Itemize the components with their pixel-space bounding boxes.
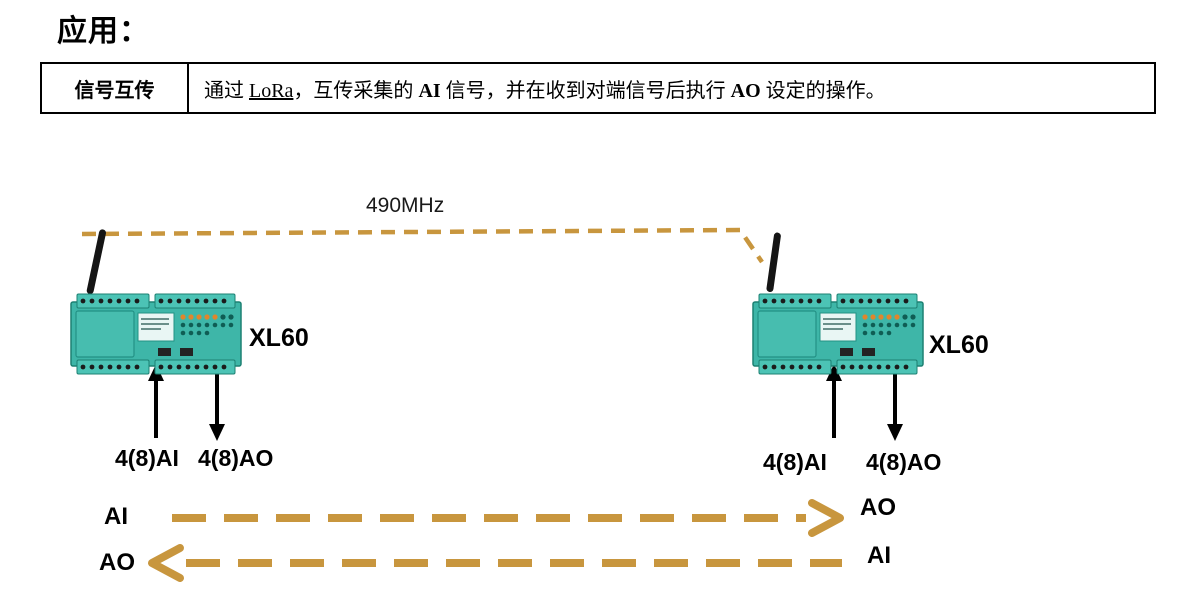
device-left (70, 228, 252, 378)
plc-device-graphic (70, 293, 242, 375)
description-text: 通过 LoRa，互传采集的 AI 信号，并在收到对端信号后执行 AO 设定的操作… (204, 74, 886, 103)
desc-part: 信号，并在收到对端信号后执行 (440, 79, 731, 102)
ao-bold-text: AO (730, 79, 761, 102)
flow-arrow-right (172, 499, 844, 537)
device-right (752, 232, 934, 378)
flow-source-label-ai: AI (104, 503, 128, 530)
flow-target-label-ao-left: AO (99, 549, 135, 576)
desc-part: 通过 (204, 79, 249, 102)
desc-part: ，互传采集的 (293, 79, 419, 102)
ai-bold-text: AI (418, 79, 441, 102)
table-row-label: 信号互传 (42, 64, 189, 112)
plc-device-graphic (752, 293, 924, 375)
flow-target-label-ao: AO (860, 494, 896, 521)
antenna-icon (86, 228, 107, 295)
flow-source-label-ai-right: AI (867, 542, 891, 569)
device-model-label-right: XL60 (929, 331, 989, 359)
ao-output-label-left: 4(8)AO (198, 445, 274, 471)
page-title: 应用： (57, 15, 150, 48)
ao-output-arrow-right (887, 368, 903, 441)
lora-underlined-text: LoRa (249, 79, 294, 102)
ao-output-arrow-left (209, 368, 225, 441)
ai-input-label-right: 4(8)AI (763, 449, 827, 475)
ao-output-label-right: 4(8)AO (866, 449, 942, 475)
device-model-label-left: XL60 (249, 324, 309, 352)
flow-arrow-left (148, 544, 842, 582)
antenna-icon (766, 232, 782, 293)
desc-part: 设定的操作。 (760, 79, 886, 102)
frequency-label: 490MHz (366, 194, 445, 217)
ai-input-label-left: 4(8)AI (115, 445, 179, 471)
table-row-description: 通过 LoRa，互传采集的 AI 信号，并在收到对端信号后执行 AO 设定的操作… (189, 64, 1154, 112)
application-table: 信号互传 通过 LoRa，互传采集的 AI 信号，并在收到对端信号后执行 AO … (40, 62, 1156, 114)
